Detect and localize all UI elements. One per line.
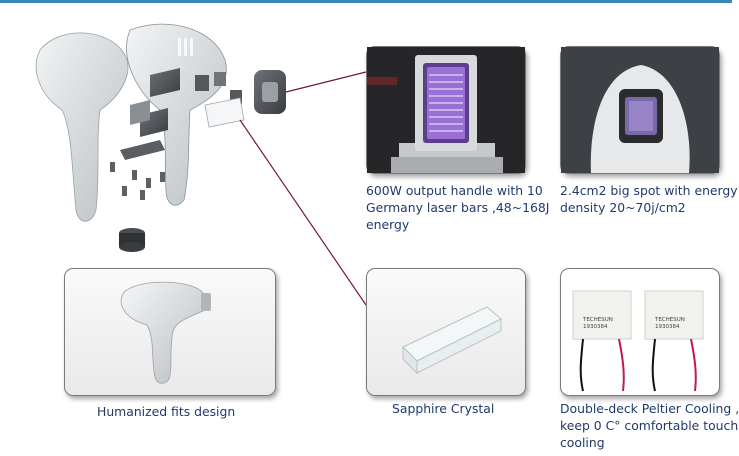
handpiece-tip-image [561, 47, 719, 173]
laser-bar-window-image [367, 47, 525, 173]
big-spot-photo-panel [560, 46, 720, 174]
spot-caption-line-1: 2.4cm2 big spot with energy [560, 183, 738, 198]
handle-caption: 600W output handle with 10 Germany laser… [366, 182, 549, 233]
handle-caption-line-3: energy [366, 217, 410, 232]
peltier-right-code: 1930384 [655, 324, 680, 330]
peltier-caption-line-1: Double-deck Peltier Cooling , [560, 401, 739, 416]
sapphire-crystal-image [402, 306, 502, 375]
peltier-cooling-photo-panel: TECHESUN 1930384 TECHESUN 1930384 [560, 268, 720, 396]
handle-caption-line-1: 600W output handle with 10 [366, 183, 543, 198]
exploded-handpiece-illustration [35, 23, 367, 306]
peltier-modules-image: TECHESUN 1930384 TECHESUN 1930384 [572, 290, 704, 392]
spot-caption-line-2: density 20~70j/cm2 [560, 200, 686, 215]
sapphire-caption-line-1: Sapphire Crystal [392, 401, 495, 416]
peltier-caption-line-3: cooling [560, 435, 605, 450]
peltier-left-brand: TECHESUN [582, 317, 613, 323]
humanized-design-photo-panel [64, 268, 276, 396]
top-accent-bar [0, 0, 732, 3]
handpiece-side-image [120, 281, 211, 384]
sapphire-caption: Sapphire Crystal [392, 400, 494, 417]
sapphire-crystal-photo-panel [366, 268, 526, 396]
humanized-caption: Humanized fits design [97, 403, 235, 420]
leader-line-to-sapphire [239, 119, 367, 306]
peltier-right-brand: TECHESUN [654, 317, 685, 323]
handle-caption-line-2: Germany laser bars ,48~168J [366, 200, 550, 215]
leader-line-to-handle [285, 71, 367, 93]
humanized-caption-line-1: Humanized fits design [97, 404, 236, 419]
laser-handle-photo-panel [366, 46, 526, 174]
peltier-caption-line-2: keep 0 C° comfortable touch [560, 418, 739, 433]
peltier-caption: Double-deck Peltier Cooling , keep 0 C° … [560, 400, 739, 451]
spot-caption: 2.4cm2 big spot with energy density 20~7… [560, 182, 738, 216]
peltier-left-code: 1930384 [583, 324, 608, 330]
